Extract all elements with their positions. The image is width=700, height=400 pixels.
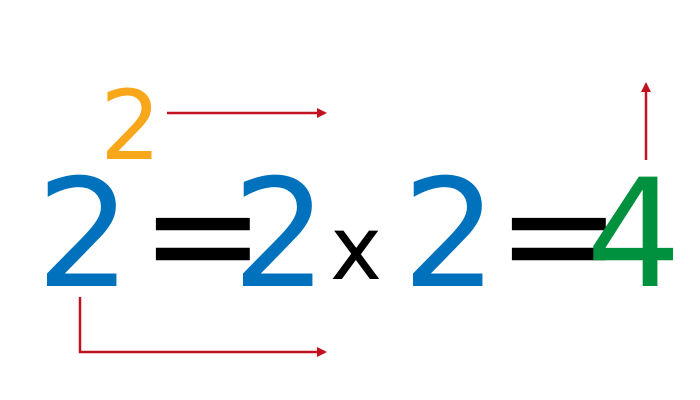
base-digit: 2 <box>36 148 132 322</box>
exponent-digit: 2 <box>100 70 162 182</box>
equals-sign-1: = <box>140 148 266 322</box>
factor-digit-1: 2 <box>232 148 328 322</box>
base-arrow <box>78 297 327 357</box>
factor-digit-2: 2 <box>402 148 498 322</box>
result-digit: 4 <box>586 148 682 322</box>
times-sign: x <box>330 197 383 300</box>
equals-sign-2: = <box>496 148 622 322</box>
